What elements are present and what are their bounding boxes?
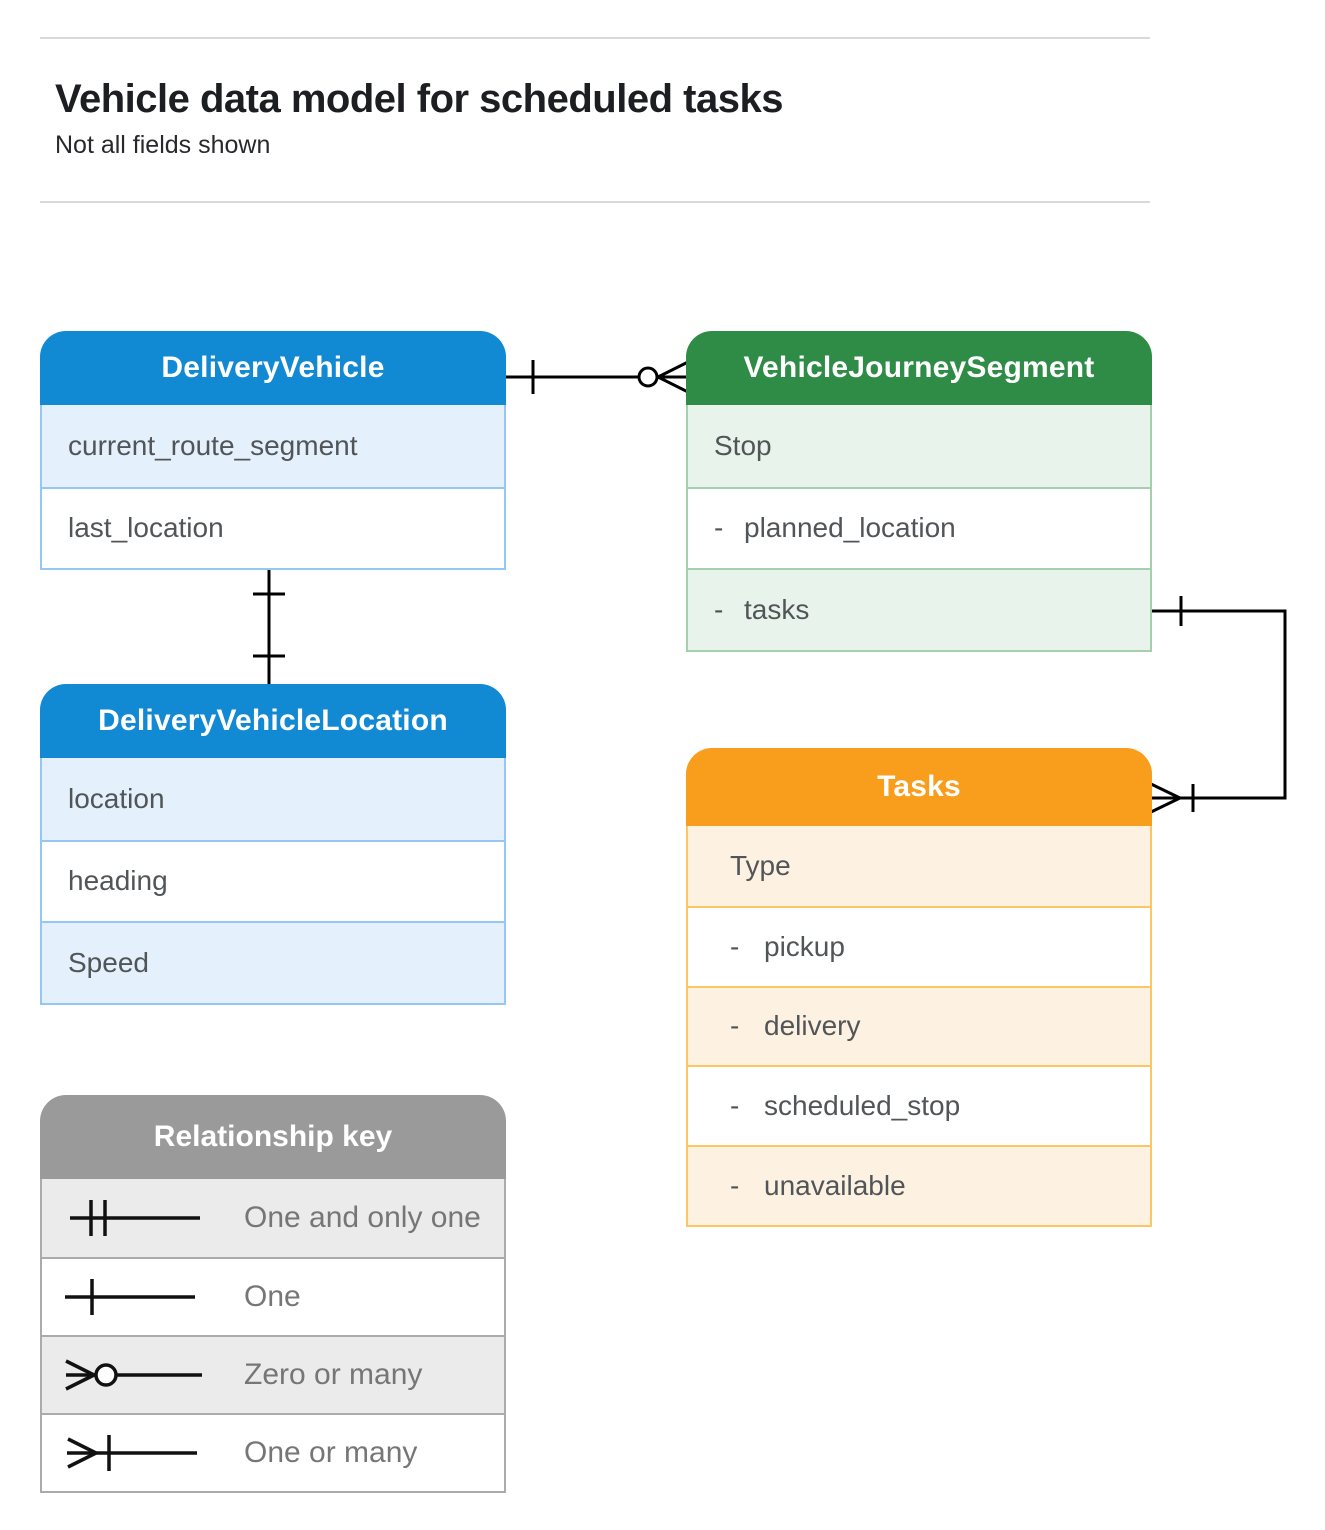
field-label: heading <box>68 865 168 897</box>
connector-deliveryvehicle-deliveryvehiclelocation <box>253 567 285 686</box>
dash-prefix: - <box>730 1090 740 1122</box>
entity-tasks: Tasks Type-pickup-delivery-scheduled_sto… <box>686 748 1152 1227</box>
field-label: Type <box>730 849 791 881</box>
dash-prefix: - <box>730 930 740 962</box>
legend-row-one-or-many: One or many <box>42 1413 504 1491</box>
field-label: location <box>68 782 165 814</box>
field-row: heading <box>42 839 504 922</box>
field-label: current_route_segment <box>68 429 358 461</box>
legend-row-zero-or-many: Zero or many <box>42 1335 504 1413</box>
entity-tasks-body: Type-pickup-delivery-scheduled_stop-unav… <box>686 826 1152 1227</box>
page-title: Vehicle data model for scheduled tasks <box>55 77 783 121</box>
dash-prefix: - <box>730 1010 740 1042</box>
one-or-many-icon <box>67 1435 197 1471</box>
one-and-only-one-icon <box>70 1200 200 1236</box>
field-row: -unavailable <box>688 1145 1150 1225</box>
dash-prefix: - <box>730 1170 740 1202</box>
field-row: current_route_segment <box>42 405 504 487</box>
field-label: delivery <box>764 1010 861 1042</box>
relationship-key-body: One and only one One Zero or many <box>40 1179 506 1493</box>
field-label: Stop <box>714 429 772 461</box>
entity-delivery-vehicle-location-title: DeliveryVehicleLocation <box>40 684 506 758</box>
zero-or-many-icon <box>65 1359 202 1391</box>
entity-tasks-title: Tasks <box>686 748 1152 826</box>
field-row: Speed <box>42 921 504 1003</box>
top-divider <box>40 37 1150 39</box>
field-row: -planned_location <box>688 486 1150 569</box>
legend-label: One or many <box>244 1436 418 1469</box>
connector-deliveryvehicle-vehiclejourneysegment <box>505 360 689 394</box>
field-row: -tasks <box>688 568 1150 650</box>
entity-vehicle-journey-segment-body: Stop-planned_location-tasks <box>686 405 1152 652</box>
field-label: pickup <box>764 930 845 962</box>
entity-delivery-vehicle-title: DeliveryVehicle <box>40 331 506 405</box>
field-label: unavailable <box>764 1170 906 1202</box>
field-row: -delivery <box>688 985 1150 1066</box>
field-row: -scheduled_stop <box>688 1065 1150 1145</box>
page-subtitle: Not all fields shown <box>55 131 271 159</box>
connector-vehiclejourneysegment-tasks <box>1150 596 1287 814</box>
title-block: Vehicle data model for scheduled tasks N… <box>55 76 783 160</box>
legend-label: One and only one <box>244 1201 481 1234</box>
field-row: -pickup <box>688 905 1150 986</box>
entity-delivery-vehicle-body: current_route_segment last_location <box>40 405 506 571</box>
field-label: tasks <box>744 593 810 625</box>
entity-vehicle-journey-segment: VehicleJourneySegment Stop-planned_locat… <box>686 331 1152 652</box>
field-row: Type <box>688 826 1150 906</box>
title-bottom-divider <box>40 201 1150 203</box>
field-label: scheduled_stop <box>764 1090 961 1122</box>
legend-label: One <box>244 1280 301 1313</box>
entity-vehicle-journey-segment-title: VehicleJourneySegment <box>686 331 1152 405</box>
legend-row-one-and-only-one: One and only one <box>42 1179 504 1257</box>
dash-prefix: - <box>714 512 724 544</box>
field-row: Stop <box>688 405 1150 487</box>
field-row: location <box>42 758 504 840</box>
field-label: last_location <box>68 512 224 544</box>
field-row: last_location <box>42 486 504 569</box>
legend-row-one: One <box>42 1257 504 1335</box>
field-label: Speed <box>68 946 149 978</box>
field-label: planned_location <box>744 512 956 544</box>
relationship-key: Relationship key One and only one One <box>40 1095 506 1493</box>
legend-label: Zero or many <box>244 1358 423 1391</box>
one-icon <box>65 1279 195 1315</box>
relationship-key-title: Relationship key <box>40 1095 506 1179</box>
dash-prefix: - <box>714 593 724 625</box>
